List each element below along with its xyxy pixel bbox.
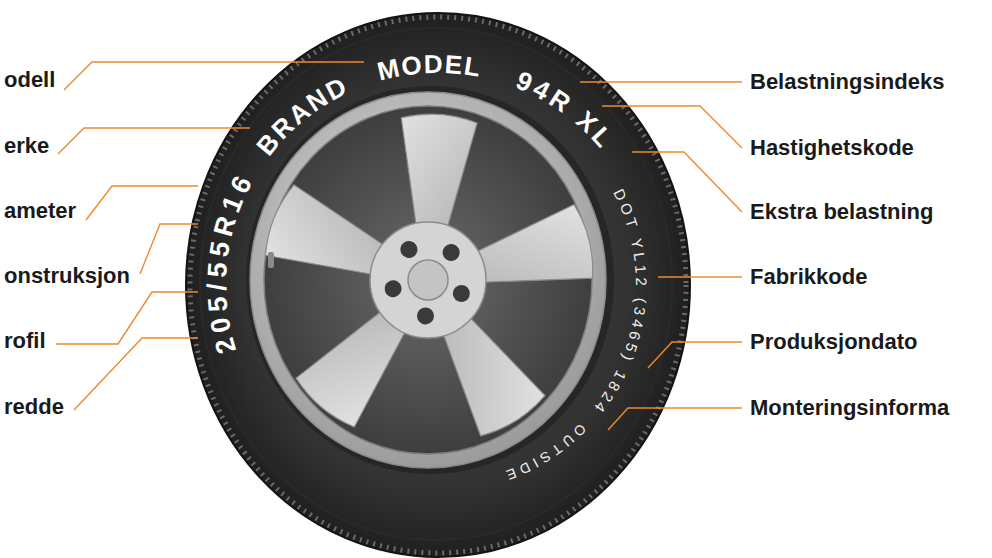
leader-line [648, 342, 742, 368]
sidewall-text: OUTSIDE [504, 421, 589, 484]
leader-line [580, 81, 742, 82]
part-label: redde [4, 393, 64, 421]
part-label: Fabrikkode [750, 263, 867, 291]
leader-line [632, 152, 742, 212]
tire-body [186, 13, 690, 557]
part-label: erke [4, 132, 49, 160]
rim-spokes [260, 112, 598, 441]
sidewall-text: BRAND [250, 71, 351, 161]
sidewall-text: 205/55R16 [202, 171, 258, 357]
leader-line [602, 106, 742, 148]
lug-hole [450, 282, 472, 304]
leader-line [658, 276, 742, 277]
rim-seat [246, 86, 614, 474]
part-label: Monteringsinforma [750, 394, 949, 422]
leader-line [86, 186, 198, 220]
lug-hole [439, 240, 463, 264]
leader-line [56, 292, 198, 344]
lug-hole [416, 307, 434, 325]
leader-line [74, 338, 198, 410]
part-label: odell [4, 66, 55, 94]
leader-line [58, 128, 250, 154]
sidewall-text: DOT YL12 (3465) 1824 [591, 186, 650, 416]
part-label: ameter [4, 197, 76, 225]
valve-stem [268, 252, 274, 268]
hub [370, 222, 486, 338]
part-label: onstruksjon [4, 262, 130, 290]
leader-line [140, 224, 198, 274]
part-label: rofil [4, 327, 46, 355]
lug-hole [383, 278, 404, 299]
sidewall-text: MODEL [374, 49, 482, 87]
lug-hole [397, 238, 420, 261]
leader-lines [56, 62, 742, 430]
leader-line [608, 408, 742, 430]
tire-tread [190, 17, 686, 553]
spoke [393, 112, 477, 237]
sidewall-text: 94R XL [512, 65, 619, 153]
part-label: Ekstra belastning [750, 198, 933, 226]
tire-shoulder [200, 28, 672, 540]
rim-outer [250, 92, 606, 468]
leader-line [64, 62, 364, 90]
sidewall-markings: BRAND MODEL 205/55R16 94R XL DOT YL12 (3465)… [202, 49, 650, 484]
center-cap [408, 260, 448, 300]
part-label: Produksjondato [750, 328, 917, 356]
part-label: Belastningsindeks [750, 68, 944, 96]
part-label: Hastighetskode [750, 134, 914, 162]
